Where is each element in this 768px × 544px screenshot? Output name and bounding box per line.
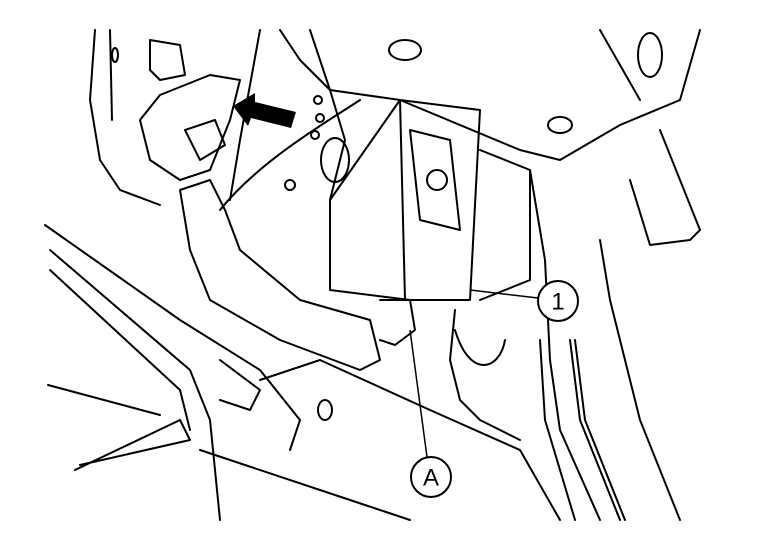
pillar: [449, 169, 681, 521]
lower-panel: [44, 224, 561, 521]
control-unit: [329, 99, 531, 301]
bracket-column: [229, 29, 350, 201]
upper-bracket: [309, 29, 701, 246]
left-panel: [89, 29, 241, 206]
harness: [179, 99, 416, 371]
callout-label-a: A: [423, 465, 439, 492]
callout-label-1: 1: [551, 289, 564, 316]
leader-lines: [409, 289, 539, 458]
callout-1: 1: [537, 280, 579, 322]
callout-a: A: [410, 456, 452, 498]
arrow-icon: [233, 93, 296, 128]
